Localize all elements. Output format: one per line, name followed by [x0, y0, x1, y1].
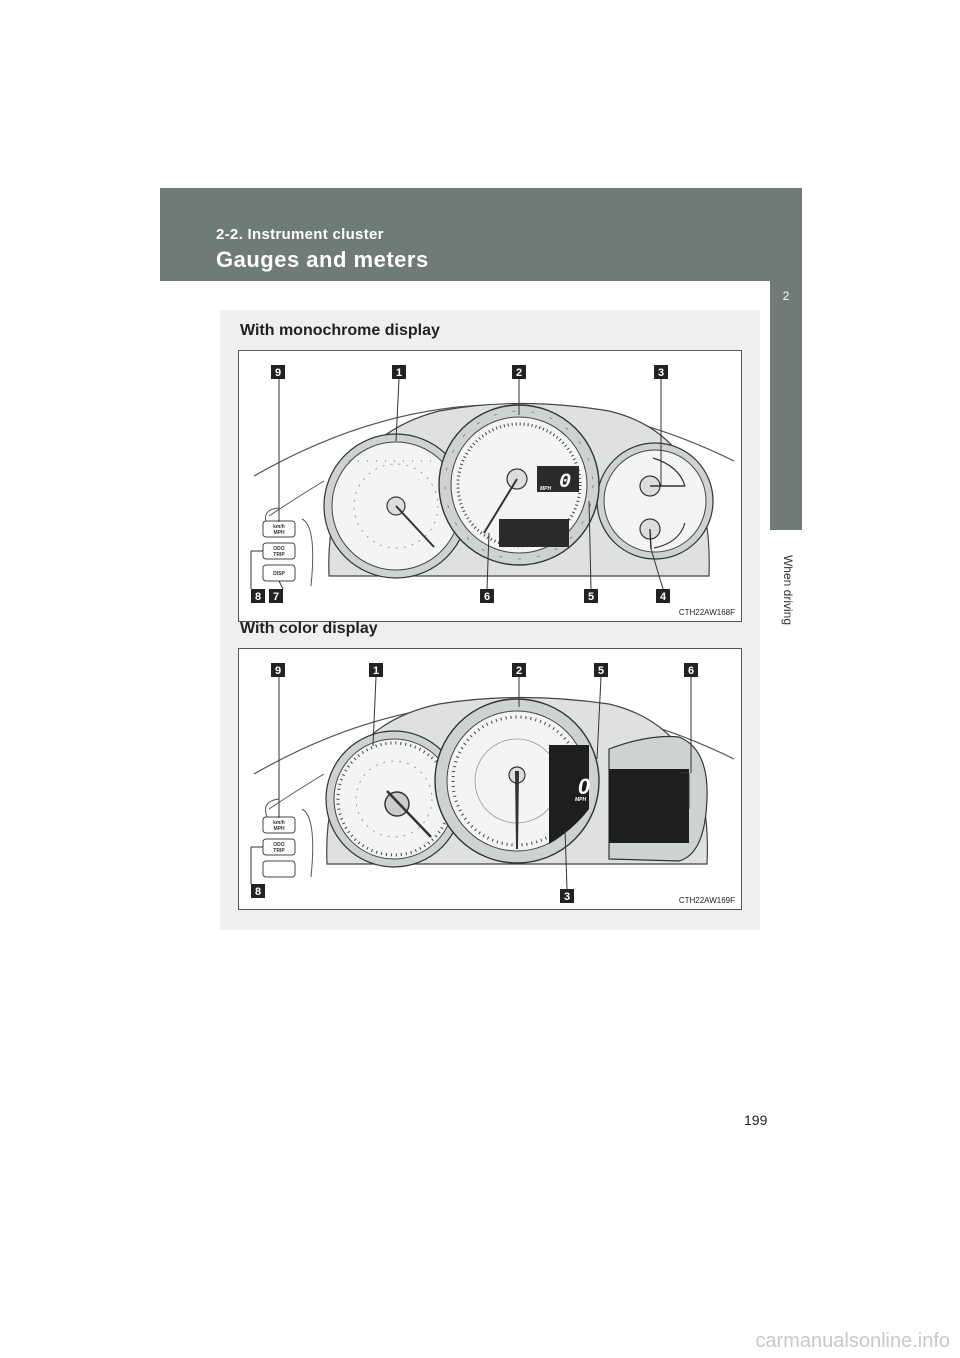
callout-9-color: 9 [275, 665, 281, 677]
callout-6-monochrome: 6 [484, 591, 490, 603]
callout-5-color: 5 [598, 665, 604, 677]
chapter-label-text: When driving [781, 554, 795, 626]
page-title: Gauges and meters [216, 247, 429, 272]
callout-3-color: 3 [564, 891, 570, 903]
figure-monochrome: 0 MPH km/h MPH ODO TRIP DISP 9 1 [238, 350, 742, 622]
callout-1-monochrome: 1 [396, 367, 402, 379]
callout-4-monochrome: 4 [660, 591, 667, 603]
footer-watermark: carmanualsonline.info [755, 1330, 950, 1352]
callout-3-monochrome: 3 [658, 367, 664, 379]
page-number: 199 [744, 1112, 768, 1128]
chapter-label: When driving [763, 540, 813, 640]
monochrome-cluster-illustration: 0 MPH km/h MPH ODO TRIP DISP 9 1 [250, 365, 735, 603]
callout-2-color: 2 [516, 665, 522, 677]
chapter-header: 2-2. Instrument cluster Gauges and meter… [160, 188, 802, 281]
figure-color: 0 MPH km/h MPH ODO TRIP 9 1 2 5 [238, 648, 742, 910]
svg-text:MPH: MPH [273, 826, 285, 832]
svg-text:MPH: MPH [273, 530, 285, 536]
section-title: 2-2. Instrument cluster [216, 226, 384, 243]
callout-6-color: 6 [688, 665, 694, 677]
chapter-tab: 2 [770, 265, 802, 530]
chapter-number: 2 [782, 289, 790, 303]
callout-2-monochrome: 2 [516, 367, 522, 379]
speed-unit-monochrome: MPH [540, 486, 552, 492]
speed-unit-color: MPH [575, 797, 587, 803]
speed-digit-monochrome: 0 [559, 471, 571, 494]
svg-text:TRIP: TRIP [273, 552, 285, 558]
callout-8-monochrome: 8 [255, 591, 261, 603]
callout-1-color: 1 [373, 665, 379, 677]
callout-8-color: 8 [255, 886, 261, 898]
speed-digit-color: 0 [578, 774, 591, 799]
caption-color: With color display [240, 620, 378, 637]
figure-panel: With monochrome display [220, 310, 760, 930]
callout-9-monochrome: 9 [275, 367, 281, 379]
color-cluster-illustration: 0 MPH km/h MPH ODO TRIP 9 1 2 5 [250, 663, 735, 903]
callout-7-monochrome: 7 [273, 591, 279, 603]
callout-5-monochrome: 5 [588, 591, 594, 603]
svg-text:DISP: DISP [273, 571, 285, 577]
figure-code-monochrome: CTH22AW168F [678, 608, 735, 617]
svg-text:km/h: km/h [273, 524, 285, 530]
figure-code-color: CTH22AW169F [678, 896, 735, 905]
svg-text:ODO: ODO [273, 546, 285, 552]
svg-text:ODO: ODO [273, 842, 285, 848]
caption-monochrome: With monochrome display [240, 322, 440, 339]
svg-text:km/h: km/h [273, 820, 285, 826]
svg-text:TRIP: TRIP [273, 848, 285, 854]
